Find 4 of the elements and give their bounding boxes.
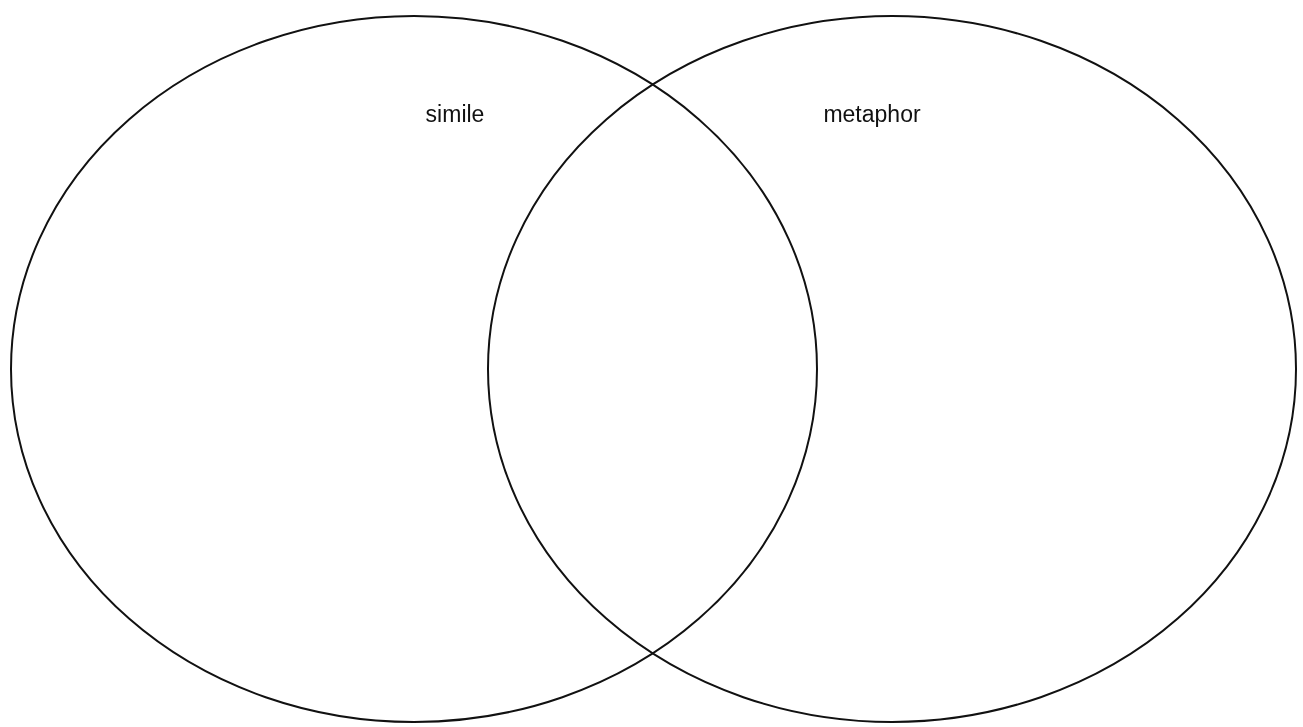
- set-label: metaphor: [823, 101, 921, 128]
- set-label: simile: [425, 101, 485, 128]
- venn-circle: [487, 15, 1297, 723]
- venn-circle: [10, 15, 818, 723]
